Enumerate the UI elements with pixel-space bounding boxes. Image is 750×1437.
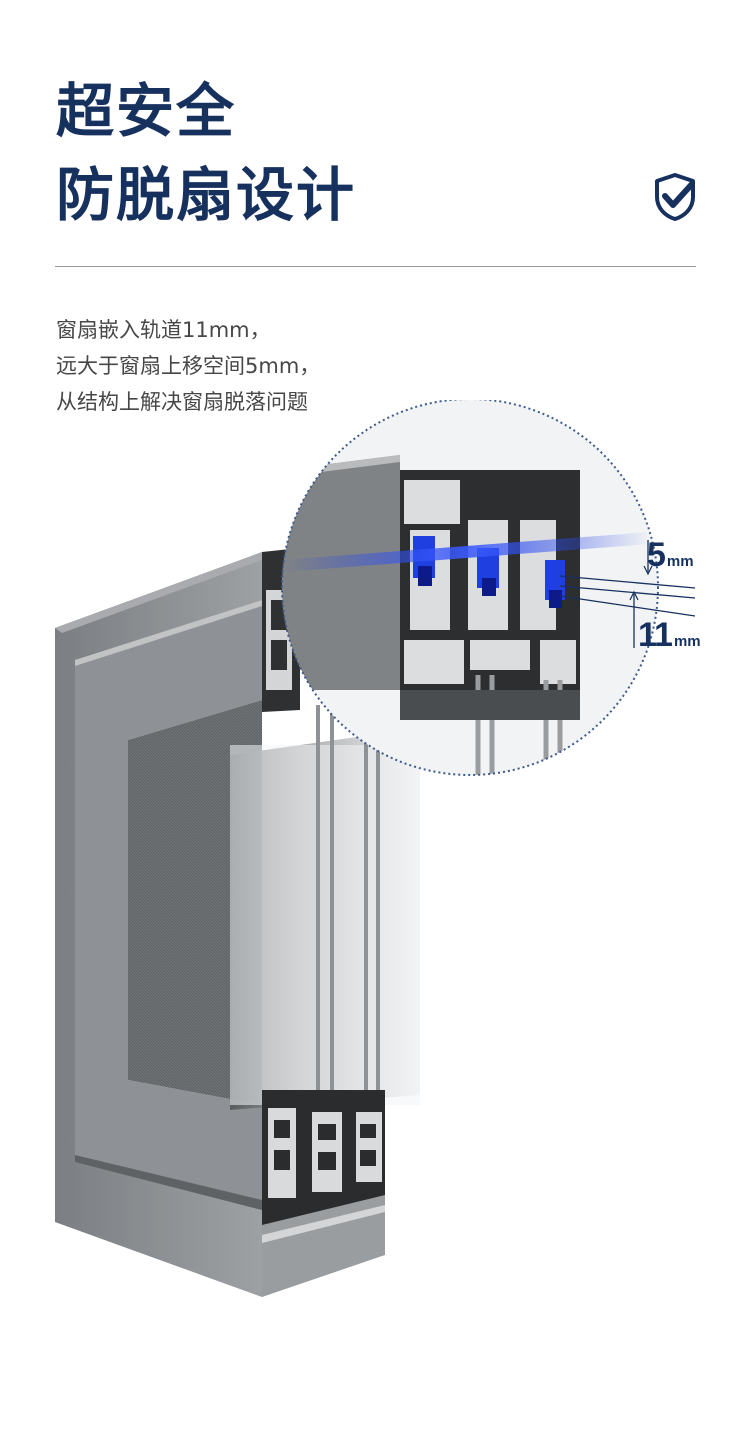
dimension-11-value: 11	[638, 616, 673, 654]
shield-check-icon	[655, 173, 695, 221]
description-line-3: 从结构上解决窗扇脱落问题	[56, 390, 308, 414]
bottom-rail-profiles	[262, 1090, 385, 1297]
dimension-5-value: 5	[647, 536, 666, 574]
description: 窗扇嵌入轨道11mm， 远大于窗扇上移空间5mm， 从结构上解决窗扇脱落问题	[56, 312, 320, 420]
headline-line-2: 防脱扇设计	[56, 161, 357, 229]
dimension-11-unit: mm	[673, 633, 701, 650]
dimension-5-unit: mm	[666, 553, 694, 570]
sash-face	[75, 600, 262, 1210]
glass-pane	[128, 700, 262, 1105]
description-line-2: 远大于窗扇上移空间5mm，	[56, 354, 321, 378]
dimension-lines	[559, 540, 696, 648]
zoom-detail	[282, 400, 658, 775]
zoom-circle-border	[281, 400, 659, 776]
header-divider	[55, 266, 696, 267]
description-line-1: 窗扇嵌入轨道11mm，	[56, 318, 271, 342]
window-frame-illustration	[55, 400, 696, 1297]
headline-line-1: 超安全	[56, 77, 237, 145]
